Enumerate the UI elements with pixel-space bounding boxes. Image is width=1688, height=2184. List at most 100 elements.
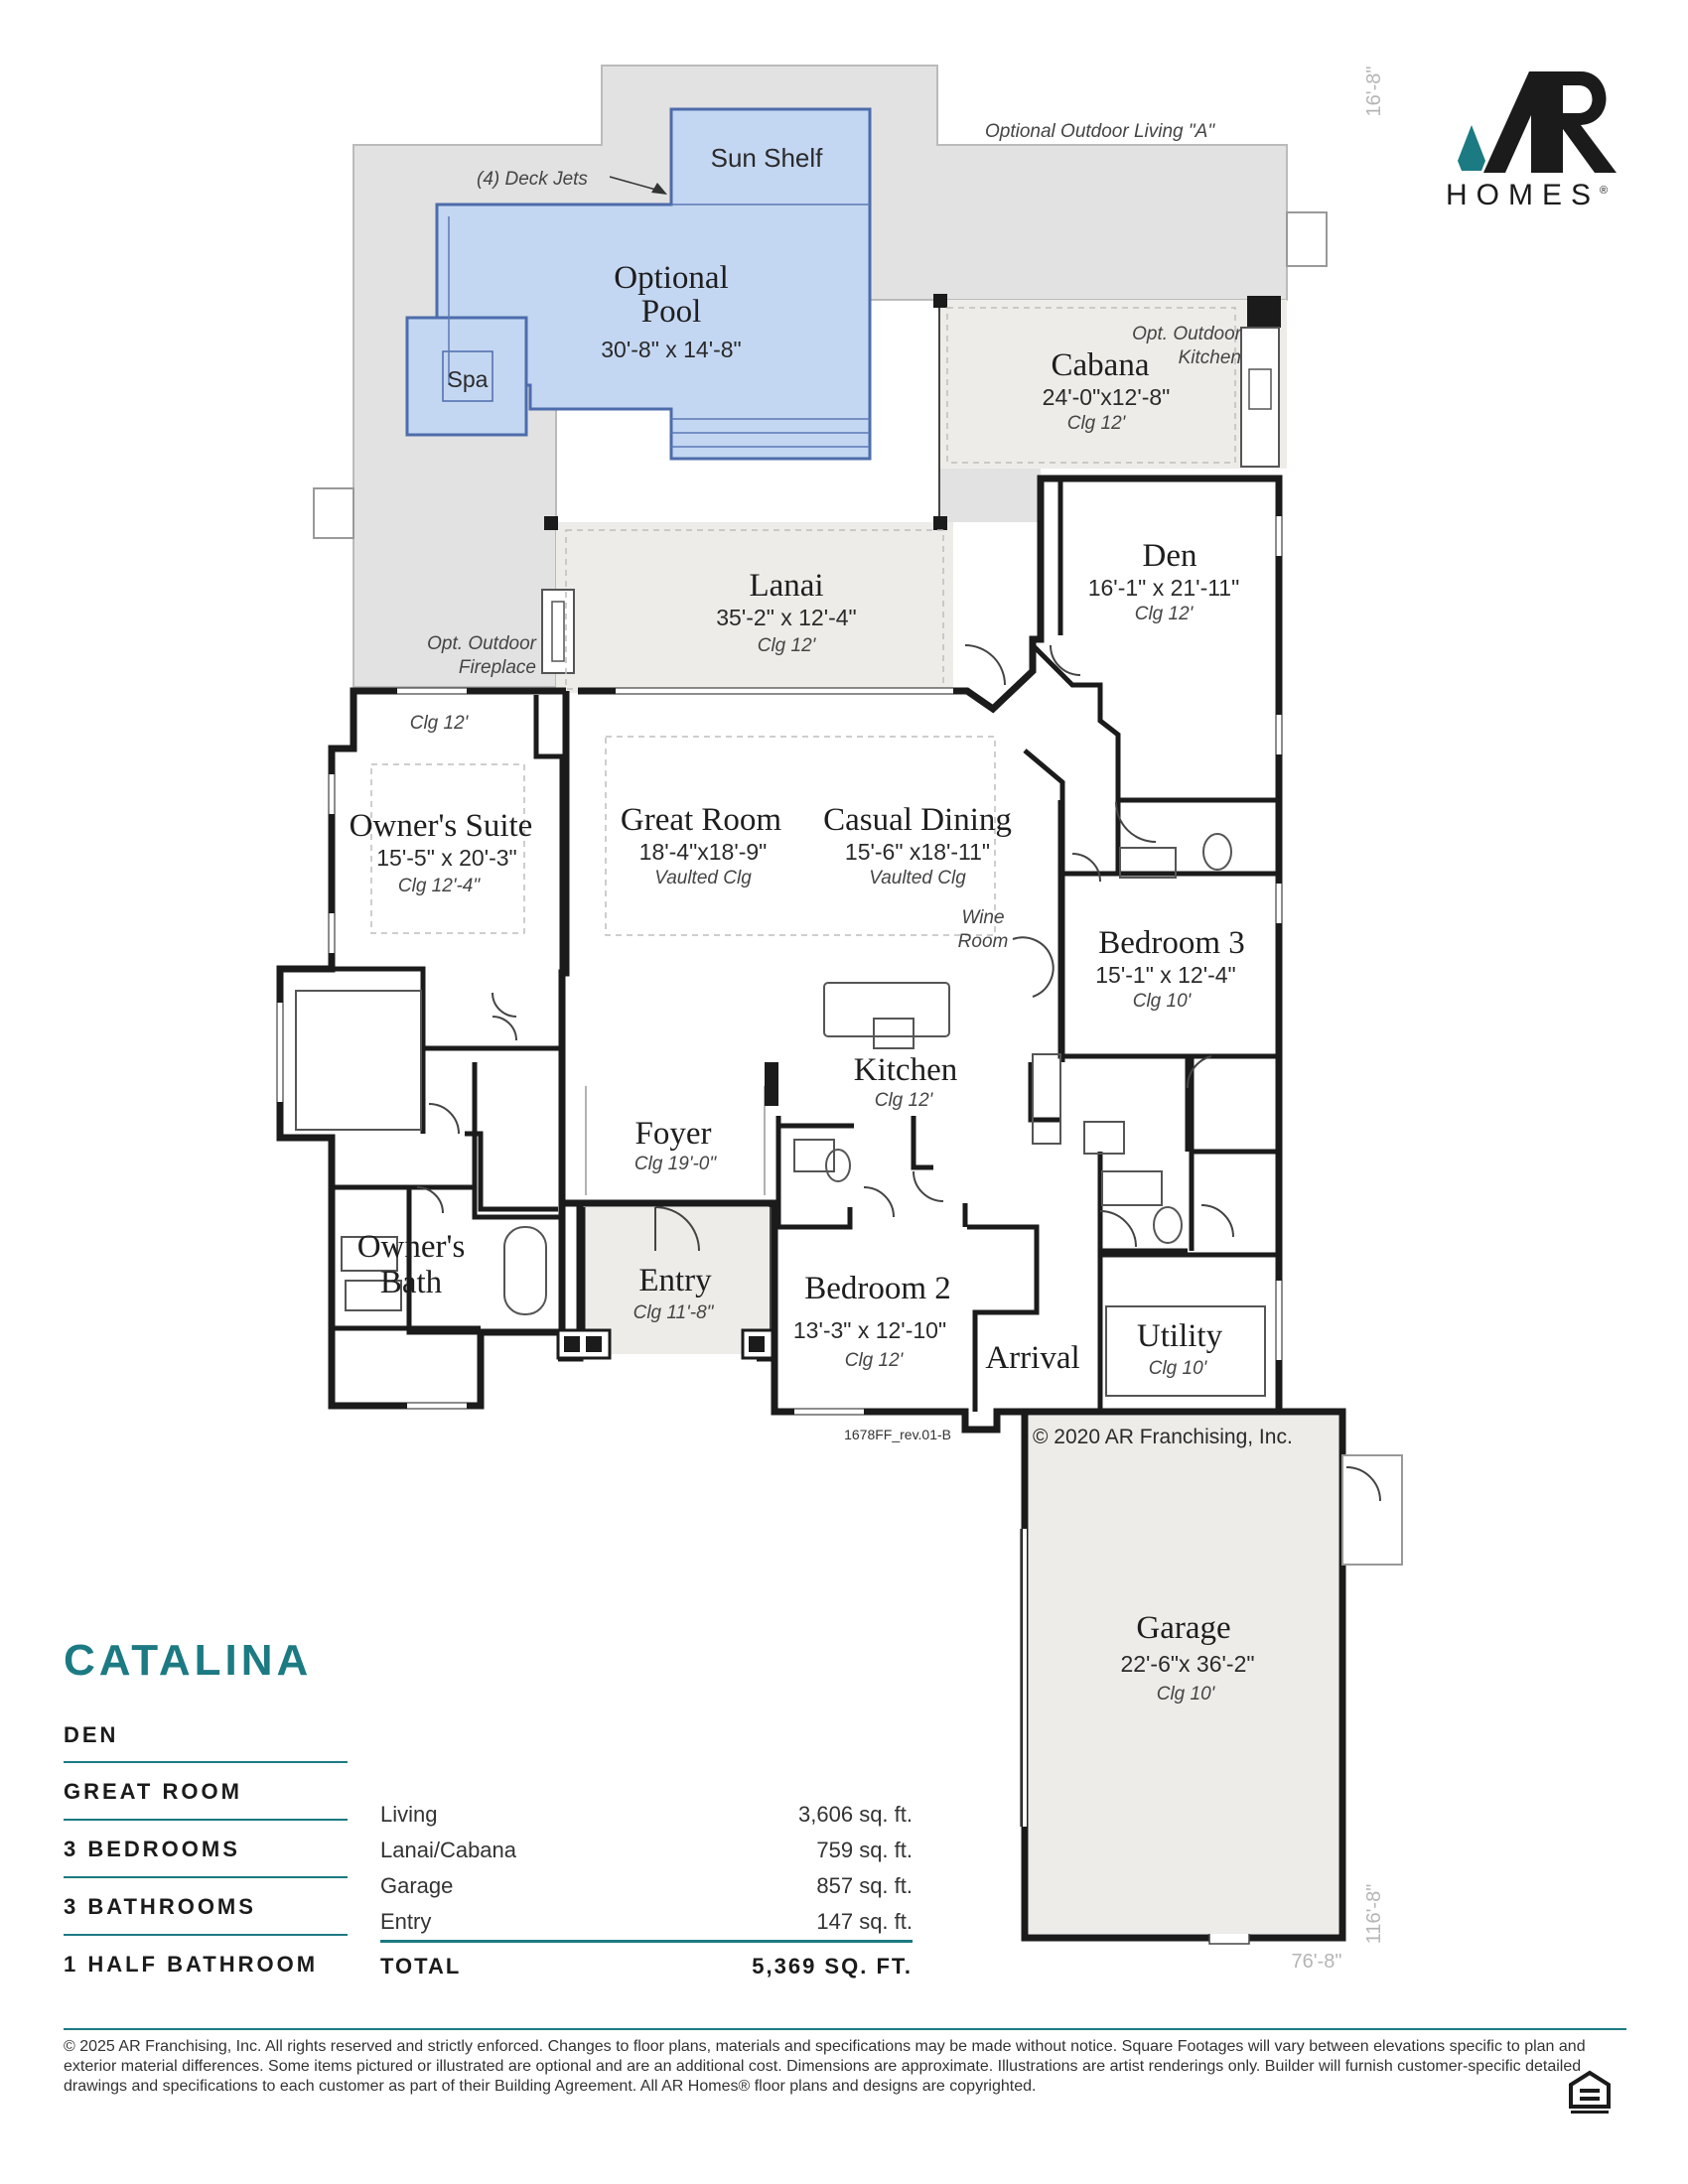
kitchen-clg: Clg 12' (875, 1090, 934, 1111)
bedroom2-label: Bedroom 2 (804, 1271, 951, 1306)
area-table: Living 3,606 sq. ft. Lanai/Cabana 759 sq… (380, 1797, 913, 1986)
pool-label-line2: Pool (641, 294, 702, 330)
casual-dining-clg: Vaulted Clg (869, 868, 966, 888)
area-row: Entry 147 sq. ft. (380, 1904, 913, 1943)
area-label: Garage (380, 1873, 454, 1898)
wine-room-label-line2: Room (958, 931, 1009, 952)
feature-list: DEN GREAT ROOM 3 BEDROOMS 3 BATHROOMS 1 … (64, 1715, 348, 1993)
post (1247, 296, 1281, 328)
great-room-clg: Vaulted Clg (654, 868, 752, 888)
feature-item: GREAT ROOM (64, 1763, 348, 1821)
entry-porch (582, 1207, 771, 1354)
lanai-dims: 35'-2" x 12'-4" (716, 605, 856, 630)
lanai-area (556, 522, 953, 693)
exterior-wall (276, 687, 584, 1410)
area-value: 147 sq. ft. (816, 1909, 913, 1934)
feature-item: 3 BEDROOMS (64, 1821, 348, 1878)
pool-water (435, 107, 872, 461)
total-value: 5,369 SQ. FT. (752, 1954, 913, 1979)
lanai-clg: Clg 12' (758, 635, 817, 656)
owners-bath-label-line1: Owner's (357, 1229, 466, 1265)
den-clg: Clg 12' (1135, 604, 1195, 624)
den-dims: 16'-1" x 21'-11" (1088, 575, 1240, 601)
logo-wordmark-text: HOMES (1446, 179, 1601, 211)
fireplace-note-line2: Fireplace (459, 657, 536, 678)
plan-copyright: © 2020 AR Franchising, Inc. (1033, 1426, 1293, 1448)
area-value: 3,606 sq. ft. (798, 1802, 913, 1827)
total-label: TOTAL (380, 1954, 462, 1979)
pool-label-line1: Optional (614, 260, 728, 296)
interior-walls (332, 480, 1279, 1412)
deck-step-right (1286, 211, 1328, 267)
deck-jets-arrow (609, 176, 660, 192)
garage-clg: Clg 10' (1157, 1684, 1216, 1705)
outdoor-fireplace (541, 589, 575, 674)
ar-homes-logo (1458, 71, 1617, 173)
area-row: Lanai/Cabana 759 sq. ft. (380, 1833, 913, 1868)
outdoor-kitchen-note-line1: Opt. Outdoor (1132, 324, 1242, 344)
bedroom2-clg: Clg 12' (845, 1350, 905, 1371)
wine-room-label-line1: Wine (961, 907, 1004, 928)
garage-dims: 22'-6"x 36'-2" (1120, 1651, 1254, 1677)
footer-divider (64, 2028, 1626, 2030)
post (933, 516, 947, 530)
door-swings (416, 644, 1234, 1252)
plan-revision: 1678FF_rev.01-B (844, 1427, 951, 1442)
lanai-label: Lanai (749, 568, 823, 604)
garage-label: Garage (1136, 1610, 1230, 1646)
area-value: 857 sq. ft. (816, 1873, 913, 1898)
great-room-label: Great Room (621, 802, 782, 838)
deck-jets-note: (4) Deck Jets (477, 169, 588, 190)
dimension-bottom-right: 116'-8" (1363, 1884, 1385, 1945)
feature-item: 1 HALF BATHROOM (64, 1952, 319, 1977)
outdoor-kitchen-note-line2: Kitchen (1179, 347, 1241, 368)
area-row: Garage 857 sq. ft. (380, 1868, 913, 1904)
den-label: Den (1143, 538, 1197, 574)
fireplace-note-line1: Opt. Outdoor (427, 633, 537, 654)
post (933, 294, 947, 308)
casual-dining-label: Casual Dining (823, 802, 1012, 838)
great-room-dims: 18'-4"x18'-9" (639, 839, 768, 865)
owners-suite-clg-top: Clg 12' (410, 713, 470, 734)
cabana-label: Cabana (1052, 347, 1150, 383)
bedroom3-clg: Clg 10' (1133, 991, 1193, 1012)
outdoor-living-note: Optional Outdoor Living "A" (985, 121, 1215, 142)
area-value: 759 sq. ft. (816, 1838, 913, 1862)
area-label: Living (380, 1802, 438, 1827)
casual-dining-dims: 15'-6" x18'-11" (845, 839, 990, 865)
foyer-clg: Clg 19'-0" (634, 1154, 717, 1174)
bedroom2-dims: 13'-3" x 12'-10" (793, 1317, 946, 1343)
area-total-row: TOTAL 5,369 SQ. FT. (380, 1943, 913, 1986)
foyer-label: Foyer (635, 1116, 712, 1152)
cabana-area (939, 300, 1287, 469)
area-label: Lanai/Cabana (380, 1838, 517, 1862)
area-row: Living 3,606 sq. ft. (380, 1797, 913, 1833)
spa-label: Spa (448, 366, 489, 392)
windows (277, 516, 1282, 1415)
kitchen-label: Kitchen (854, 1052, 957, 1088)
logo-registered: ® (1600, 185, 1609, 197)
entry-label: Entry (638, 1263, 712, 1298)
owners-suite-dims: 15'-5" x 20'-3" (376, 845, 516, 871)
dimension-top-right: 16'-8" (1363, 67, 1385, 117)
deck-corner (939, 300, 1041, 522)
garage-floor (1029, 1416, 1338, 1934)
door-swing (1345, 1466, 1381, 1502)
cabana-dims: 24'-0"x12'-8" (1043, 384, 1171, 410)
bedroom3-dims: 15'-1" x 12'-4" (1095, 962, 1235, 988)
post (544, 516, 558, 530)
owners-suite-label: Owner's Suite (350, 808, 533, 844)
utility-clg: Clg 10' (1149, 1358, 1208, 1379)
area-label: Entry (380, 1909, 432, 1934)
plan-title: CATALINA (64, 1636, 313, 1685)
legal-disclaimer: © 2025 AR Franchising, Inc. All rights r… (64, 2038, 1586, 2095)
logo-drop-icon (1458, 125, 1485, 171)
feature-item: 3 BATHROOMS (64, 1878, 348, 1936)
garage-side-stoop (1341, 1454, 1403, 1566)
exterior-wall (771, 1199, 1025, 1433)
dimension-bottom: 76'-8" (1292, 1951, 1342, 1973)
arrival-label: Arrival (985, 1340, 1079, 1376)
fixtures (295, 833, 1266, 1397)
equal-housing-icon (1569, 2070, 1611, 2114)
